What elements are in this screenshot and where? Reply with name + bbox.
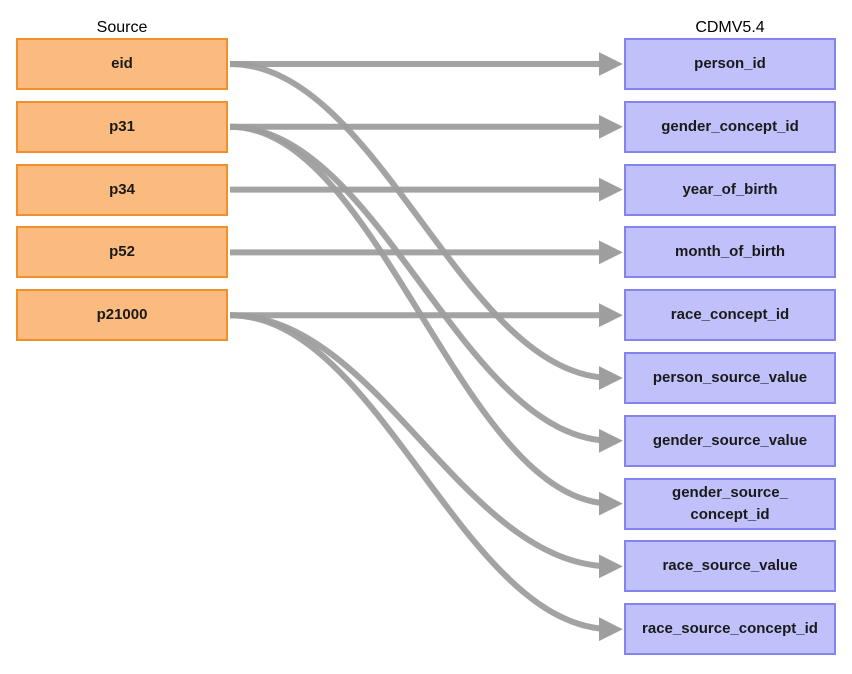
target-field-month-of-birth: month_of_birth bbox=[624, 226, 836, 279]
target-field-gender-source-concept-id: gender_source_ concept_id bbox=[624, 477, 836, 530]
source-field-p34: p34 bbox=[16, 163, 228, 216]
target-column-header: CDMV5.4 bbox=[695, 19, 765, 36]
mapping-arrow-p21000-to-race_source_concept_id bbox=[229, 312, 623, 642]
mapping-arrow-eid-to-person_source_value bbox=[229, 61, 623, 390]
target-field-person-id: person_id bbox=[624, 38, 836, 90]
source-field-p21000: p21000 bbox=[16, 289, 228, 342]
source-field-p31: p31 bbox=[16, 100, 228, 153]
source-column-header: Source bbox=[96, 19, 148, 36]
target-field-year-of-birth: year_of_birth bbox=[624, 163, 836, 216]
target-field-race-concept-id: race_concept_id bbox=[624, 289, 836, 342]
target-field-race-source-value: race_source_value bbox=[624, 540, 836, 593]
target-field-race-source-concept-id: race_source_concept_id bbox=[624, 603, 836, 656]
target-field-person-source-value: person_source_value bbox=[624, 352, 836, 404]
target-field-gender-concept-id: gender_concept_id bbox=[624, 100, 836, 153]
target-field-gender-source-value: gender_source_value bbox=[624, 414, 836, 467]
source-field-eid: eid bbox=[16, 38, 228, 90]
mapping-arrow-p31-to-gender_source_value bbox=[229, 123, 623, 453]
mapping-arrow-p21000-to-race_source_value bbox=[229, 312, 623, 579]
source-field-p52: p52 bbox=[16, 226, 228, 279]
